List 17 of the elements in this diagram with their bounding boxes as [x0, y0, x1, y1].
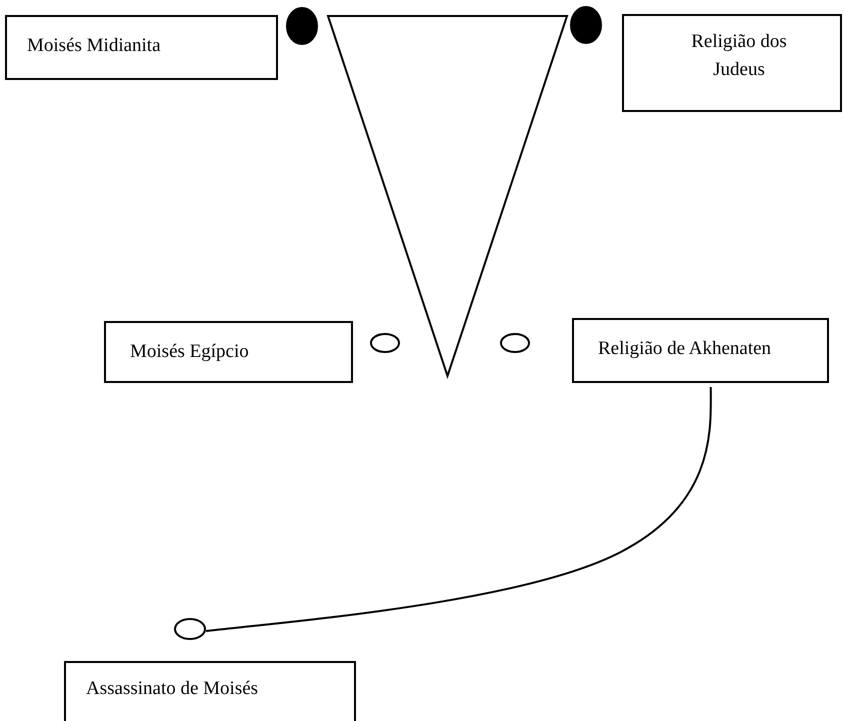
box-label: Moisés Egípcio — [130, 340, 250, 364]
box-label: Religião de Akhenaten — [598, 337, 772, 361]
empty-circle — [500, 333, 530, 353]
text-box — [104, 321, 353, 383]
box-label: Religião dos Judeus — [690, 30, 788, 82]
text-box — [622, 14, 842, 112]
filled-circle — [286, 7, 318, 45]
empty-circle — [370, 333, 400, 353]
box-label: Moisés Midianita — [27, 34, 162, 58]
empty-circle — [174, 618, 206, 640]
text-box — [5, 15, 278, 80]
text-box — [572, 318, 829, 383]
curved-connector — [206, 387, 712, 632]
text-box — [64, 661, 356, 721]
filled-circle — [570, 6, 602, 44]
box-label: Assassinato de Moisés — [86, 677, 260, 701]
inverted-triangle — [327, 15, 568, 377]
